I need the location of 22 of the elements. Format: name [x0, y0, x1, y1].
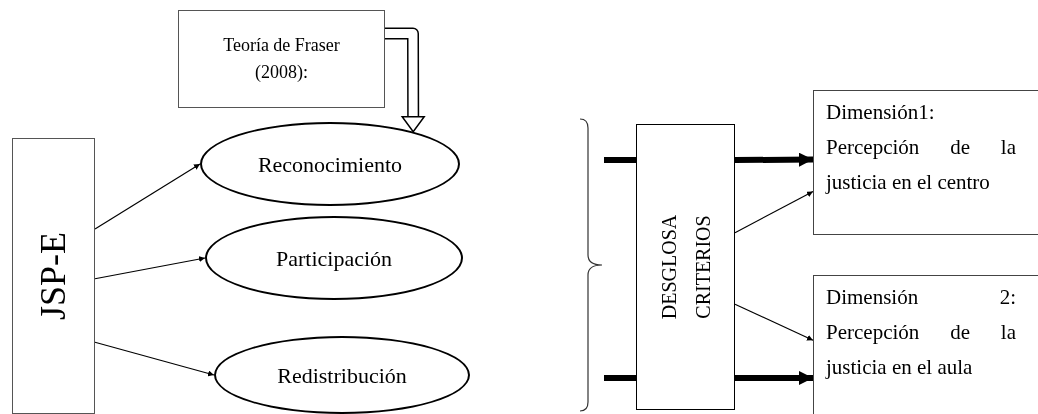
curly-brace: [578, 118, 604, 412]
node-label: Redistribución: [277, 361, 407, 390]
process-box: [636, 124, 735, 410]
node-label: JSP-E: [32, 232, 75, 320]
arrow: [734, 190, 814, 234]
node-label: Dimensión 2: Percepción de la justicia en el aula: [826, 284, 1016, 381]
dimension-box: [813, 275, 1038, 414]
arrow: [734, 303, 814, 341]
vertical-label-box: [12, 138, 95, 414]
arrow: [94, 341, 215, 377]
dimension-box: [813, 90, 1038, 235]
arrow: [94, 256, 206, 280]
node-label: Participación: [275, 244, 393, 273]
node-label: Reconocimiento: [257, 150, 403, 179]
node-label: DESGLOSA CRITERIOS: [656, 213, 715, 322]
arrow: [94, 163, 201, 230]
thick-arrow: [735, 370, 813, 385]
source-box: [178, 10, 385, 108]
node-label: Teoría de Fraser (2008):: [222, 34, 341, 84]
thick-arrow: [734, 152, 814, 167]
node-label: Dimensión1: Percepción de la justicia en el centro: [826, 99, 1016, 196]
hollow-arrow: [385, 27, 426, 133]
